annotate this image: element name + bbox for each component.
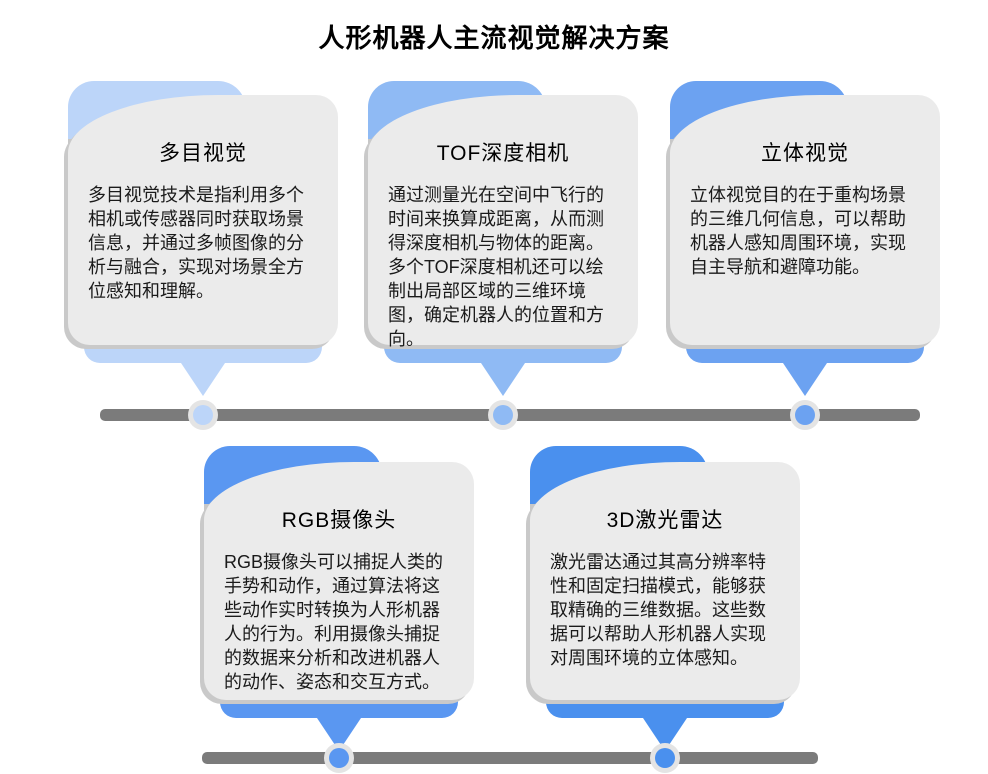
- card-panel: 立体视觉 立体视觉目的在于重构场景的三维几何信息，可以帮助机器人感知周围环境，实…: [670, 95, 940, 345]
- pointer-arrow: [481, 363, 525, 396]
- card-body: 通过测量光在空间中飞行的时间来换算成距离，从而测得深度相机与物体的距离。多个TO…: [388, 185, 604, 349]
- card-tof-depth-camera: TOF深度相机 通过测量光在空间中飞行的时间来换算成距离，从而测得深度相机与物体…: [368, 81, 638, 430]
- timeline-node-dot: [655, 748, 675, 768]
- page-title: 人形机器人主流视觉解决方案: [318, 23, 670, 53]
- card-title: 3D激光雷达: [606, 509, 724, 532]
- card-body: 激光雷达通过其高分辨率特性和固定扫描模式，能够获取精确的三维数据。这些数据可以帮…: [550, 552, 766, 668]
- card-title: TOF深度相机: [436, 142, 570, 165]
- timeline-node: [790, 400, 820, 430]
- card-multi-eye-vision: 多目视觉 多目视觉技术是指利用多个相机或传感器同时获取场景信息，并通过多帧图像的…: [68, 81, 338, 430]
- card-panel: 3D激光雷达 激光雷达通过其高分辨率特性和固定扫描模式，能够获取精确的三维数据。…: [530, 462, 800, 700]
- card-body: RGB摄像头可以捕捉人类的手势和动作，通过算法将这些动作实时转换为人形机器人的行…: [224, 552, 444, 692]
- card-title: 多目视觉: [159, 142, 247, 165]
- card-title: RGB摄像头: [281, 509, 397, 532]
- card-stereo-vision: 立体视觉 立体视觉目的在于重构场景的三维几何信息，可以帮助机器人感知周围环境，实…: [670, 81, 940, 430]
- timeline-node: [188, 400, 218, 430]
- card-3d-lidar: 3D激光雷达 激光雷达通过其高分辨率特性和固定扫描模式，能够获取精确的三维数据。…: [530, 446, 800, 773]
- card-rgb-camera: RGB摄像头 RGB摄像头可以捕捉人类的手势和动作，通过算法将这些动作实时转换为…: [204, 446, 474, 773]
- card-title: 立体视觉: [761, 142, 849, 165]
- card-panel: 多目视觉 多目视觉技术是指利用多个相机或传感器同时获取场景信息，并通过多帧图像的…: [68, 95, 338, 345]
- timeline-node-dot: [193, 405, 213, 425]
- card-panel: TOF深度相机 通过测量光在空间中飞行的时间来换算成距离，从而测得深度相机与物体…: [368, 95, 638, 349]
- timeline-node: [324, 743, 354, 773]
- pointer-arrow: [783, 363, 827, 396]
- timeline-node-dot: [493, 405, 513, 425]
- card-body: 立体视觉目的在于重构场景的三维几何信息，可以帮助机器人感知周围环境，实现自主导航…: [690, 185, 906, 277]
- timeline-node-dot: [795, 405, 815, 425]
- timeline-node: [488, 400, 518, 430]
- pointer-arrow: [181, 363, 225, 396]
- card-body: 多目视觉技术是指利用多个相机或传感器同时获取场景信息，并通过多帧图像的分析与融合…: [88, 185, 304, 301]
- timeline-node: [650, 743, 680, 773]
- card-panel: RGB摄像头 RGB摄像头可以捕捉人类的手势和动作，通过算法将这些动作实时转换为…: [204, 462, 474, 700]
- timeline-node-dot: [329, 748, 349, 768]
- timeline-bottom: [202, 752, 818, 764]
